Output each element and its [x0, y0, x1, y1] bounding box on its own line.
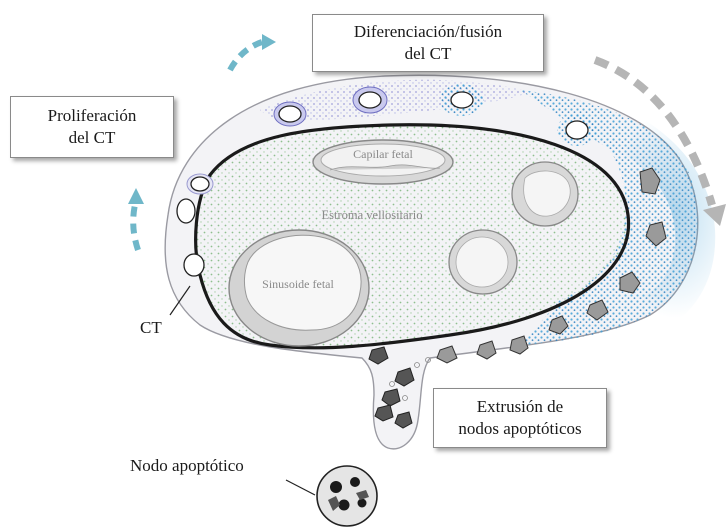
- proliferation-label-box: Proliferación del CT: [10, 96, 174, 158]
- fetal-sinusoid-label: Sinusoide fetal: [262, 277, 334, 291]
- extrusion-label-line2: nodos apoptóticos: [434, 418, 606, 440]
- ct-label: CT: [140, 318, 162, 338]
- differentiation-label-line1: Diferenciación/fusión: [313, 21, 543, 43]
- apoptotic-node-label: Nodo apoptótico: [130, 456, 244, 476]
- extrusion-label-line1: Extrusión de: [434, 396, 606, 418]
- extrusion-label-box: Extrusión de nodos apoptóticos: [433, 388, 607, 448]
- villous-stroma-label: Estroma vellositario: [321, 208, 422, 222]
- curved-arrow-icon: [133, 200, 138, 250]
- fetal-capillary-label: Capilar fetal: [353, 147, 413, 161]
- differentiation-label-box: Diferenciación/fusión del CT: [312, 14, 544, 72]
- proliferation-label-line1: Proliferación: [11, 105, 173, 127]
- curved-arrow-icon: [230, 42, 262, 70]
- proliferation-label-line2: del CT: [11, 127, 173, 149]
- differentiation-label-line2: del CT: [313, 43, 543, 65]
- node-pointer-line: [286, 480, 315, 495]
